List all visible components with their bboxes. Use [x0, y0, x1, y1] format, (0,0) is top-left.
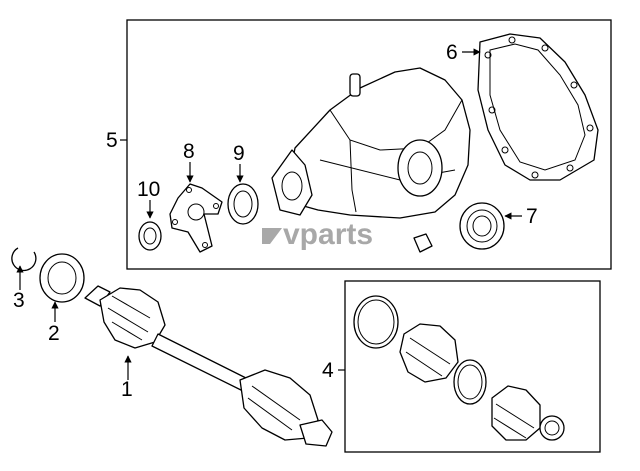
callout-7: 7 [526, 205, 538, 228]
watermark: vparts [262, 218, 373, 251]
snap-ring[interactable] [11, 247, 37, 272]
pinion-nut[interactable] [138, 221, 162, 251]
axle-shaft[interactable] [84, 285, 333, 447]
watermark-text: vparts [283, 218, 373, 251]
differential-housing[interactable] [271, 67, 471, 253]
callout-5: 5 [106, 129, 118, 152]
differential-cover[interactable] [477, 33, 599, 181]
boot-kit-group-box [344, 280, 601, 453]
callout-9: 9 [233, 142, 245, 165]
pinion-seal[interactable] [227, 183, 259, 225]
output-seal[interactable] [459, 202, 505, 250]
boot-kit[interactable] [353, 295, 565, 441]
differential-group-box [126, 19, 612, 270]
callout-1: 1 [121, 378, 133, 401]
callout-2: 2 [48, 322, 60, 345]
axle-seal[interactable] [39, 253, 85, 303]
callout-10: 10 [137, 178, 160, 201]
callout-6: 6 [446, 41, 458, 64]
pinion-flange[interactable] [169, 183, 223, 253]
callout-8: 8 [183, 140, 195, 163]
callout-3: 3 [13, 289, 25, 312]
callout-4: 4 [322, 359, 334, 382]
